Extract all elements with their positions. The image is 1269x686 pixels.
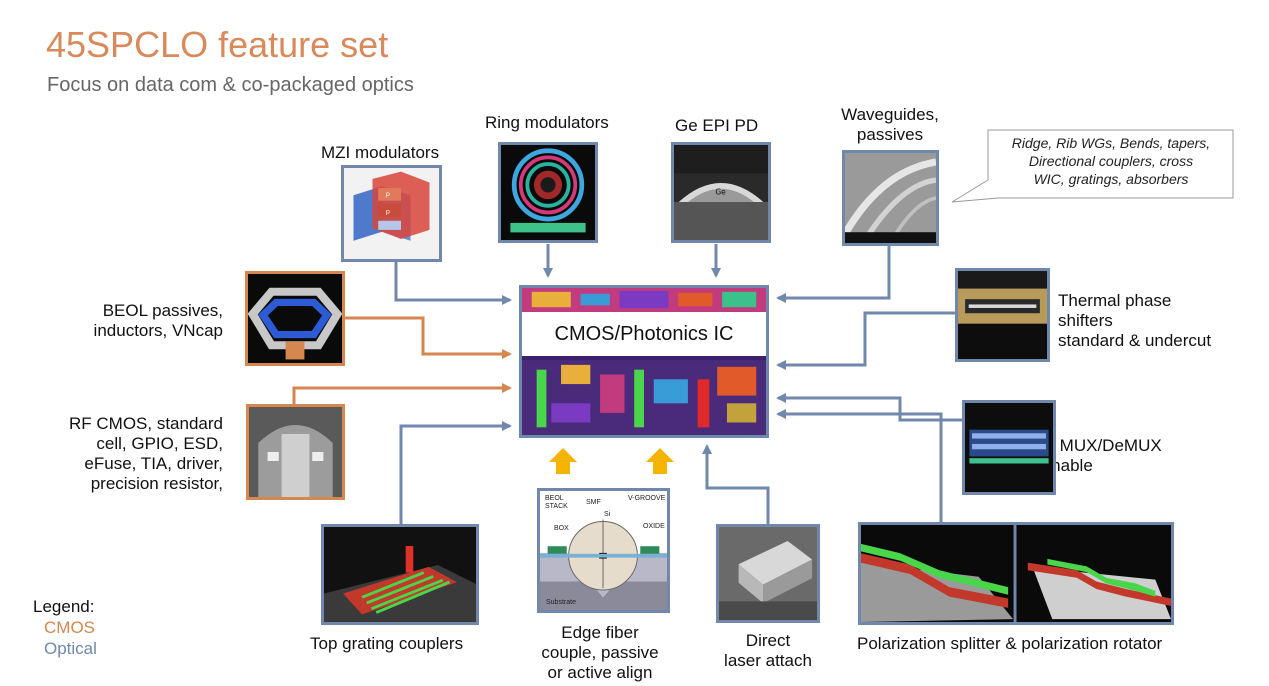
- up-arrow-right: [646, 448, 674, 474]
- edge-label-box: BOX: [554, 525, 569, 532]
- label-ge-epi-pd: Ge EPI PD: [675, 116, 759, 135]
- up-arrow-left: [549, 448, 577, 474]
- polarization-connector: [776, 409, 943, 522]
- label-beol-passives: BEOL passives, inductors, VNcap: [93, 301, 223, 340]
- rf-cmos-image: [246, 404, 345, 500]
- direct-laser-attach-image: [716, 524, 820, 623]
- label-edge-fiber: Edge fiber couple, passive or active ali…: [541, 623, 659, 682]
- svg-text:p: p: [386, 208, 390, 216]
- edge-label-si: Si: [604, 511, 611, 518]
- laser-connector: [702, 444, 770, 524]
- mux-demux-image: [962, 400, 1056, 495]
- legend-cmos: CMOS: [44, 618, 95, 637]
- ic-label: CMOS/Photonics IC: [522, 312, 766, 356]
- page-title: 45SPCLO feature set: [46, 24, 389, 65]
- edge-label-beol-stack: BEOL STACK: [545, 495, 568, 510]
- page-subtitle: Focus on data com & co-packaged optics: [47, 74, 414, 96]
- svg-text:p: p: [386, 190, 390, 198]
- label-polarization: Polarization splitter & polarization rot…: [857, 634, 1163, 653]
- ring-modulator-image: [498, 142, 598, 243]
- waveguides-connector: [776, 246, 891, 303]
- edge-label-smf: SMF: [586, 499, 601, 506]
- top-grating-coupler-image: [321, 524, 479, 625]
- mzi-connector: [394, 262, 512, 305]
- edge-label-v-groove: V-GROOVE: [628, 495, 666, 502]
- waveguides-image: [842, 150, 939, 246]
- legend-title: Legend:: [33, 597, 95, 616]
- mzi-modulator-image: p p: [341, 165, 442, 262]
- polarization-image: [858, 522, 1174, 625]
- label-top-grating-couplers: Top grating couplers: [310, 634, 464, 653]
- grating-connector: [399, 421, 512, 526]
- ge-epi-pd-image: Ge: [671, 142, 771, 243]
- label-rf-cmos: RF CMOS, standard cell, GPIO, ESD, eFuse…: [69, 414, 223, 493]
- label-mzi-modulators: MZI modulators: [321, 143, 440, 162]
- beol-connector: [345, 316, 512, 359]
- label-ring-modulators: Ring modulators: [485, 113, 609, 132]
- beol-passives-image: [245, 271, 345, 366]
- rf-cmos-connector: [292, 383, 512, 404]
- cmos-photonics-ic-image: [519, 285, 769, 438]
- waveguides-callout: Ridge, Rib WGs, Bends, tapers, Direction…: [1011, 135, 1211, 187]
- edge-fiber-image: BEOL STACK SMF Si V-GROOVE BOX OXIDE Sub…: [537, 488, 670, 613]
- edge-label-substrate: Substrate: [546, 599, 576, 606]
- thermal-connector: [776, 311, 955, 370]
- legend-optical: Optical: [44, 639, 97, 658]
- label-waveguides: Waveguides, passives: [841, 105, 939, 144]
- svg-text:Ge: Ge: [715, 187, 726, 196]
- mux-connector: [776, 393, 962, 422]
- label-direct-laser-attach: Direct laser attach: [724, 631, 812, 670]
- label-thermal-phase-shifters: Thermal phase shifters standard & underc…: [1058, 291, 1212, 350]
- thermal-phase-shifter-image: [955, 268, 1050, 362]
- edge-label-oxide: OXIDE: [643, 523, 665, 530]
